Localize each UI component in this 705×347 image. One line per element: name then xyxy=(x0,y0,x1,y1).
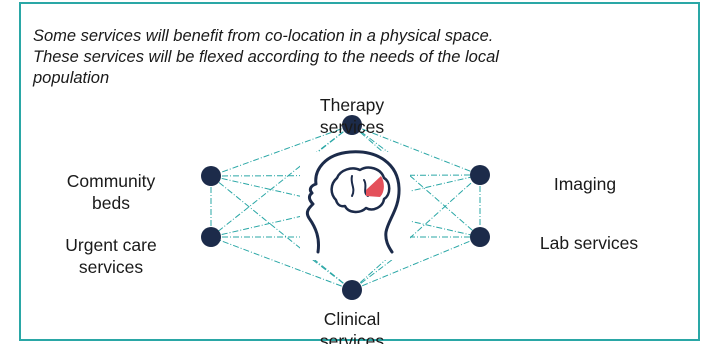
label-therapy-services: Therapy services xyxy=(300,94,404,138)
node-community-beds xyxy=(201,166,221,186)
label-lab-line1: Lab services xyxy=(539,233,639,253)
caption: Some services will benefit from co-locat… xyxy=(33,26,673,89)
label-urgent-line2: services xyxy=(78,257,144,277)
label-urgent-care: Urgent care services xyxy=(50,234,172,278)
head-brain-icon xyxy=(300,150,410,260)
brain-highlight xyxy=(366,176,384,197)
label-clinical-line2: services xyxy=(319,331,385,344)
label-imaging: Imaging xyxy=(540,173,630,195)
node-imaging xyxy=(470,165,490,185)
label-therapy-line2: services xyxy=(319,117,385,137)
diagram-frame xyxy=(19,2,700,341)
label-imaging-line1: Imaging xyxy=(553,174,617,194)
label-community-line1: Community xyxy=(66,171,156,191)
node-clinical-services xyxy=(342,280,362,300)
label-lab-services: Lab services xyxy=(524,232,654,254)
caption-line-2: These services will be flexed according … xyxy=(33,48,499,66)
label-urgent-line1: Urgent care xyxy=(65,235,157,255)
label-community-line2: beds xyxy=(92,193,130,213)
label-community-beds: Community beds xyxy=(50,170,172,214)
node-urgent-care xyxy=(201,227,221,247)
label-clinical-line1: Clinical xyxy=(323,309,381,329)
node-lab-services xyxy=(470,227,490,247)
caption-line-3: population xyxy=(33,69,110,87)
caption-line-1: Some services will benefit from co-locat… xyxy=(33,27,494,45)
node-therapy-services xyxy=(342,115,362,135)
label-therapy-line1: Therapy xyxy=(319,95,385,115)
label-clinical-services: Clinical services xyxy=(300,308,404,344)
